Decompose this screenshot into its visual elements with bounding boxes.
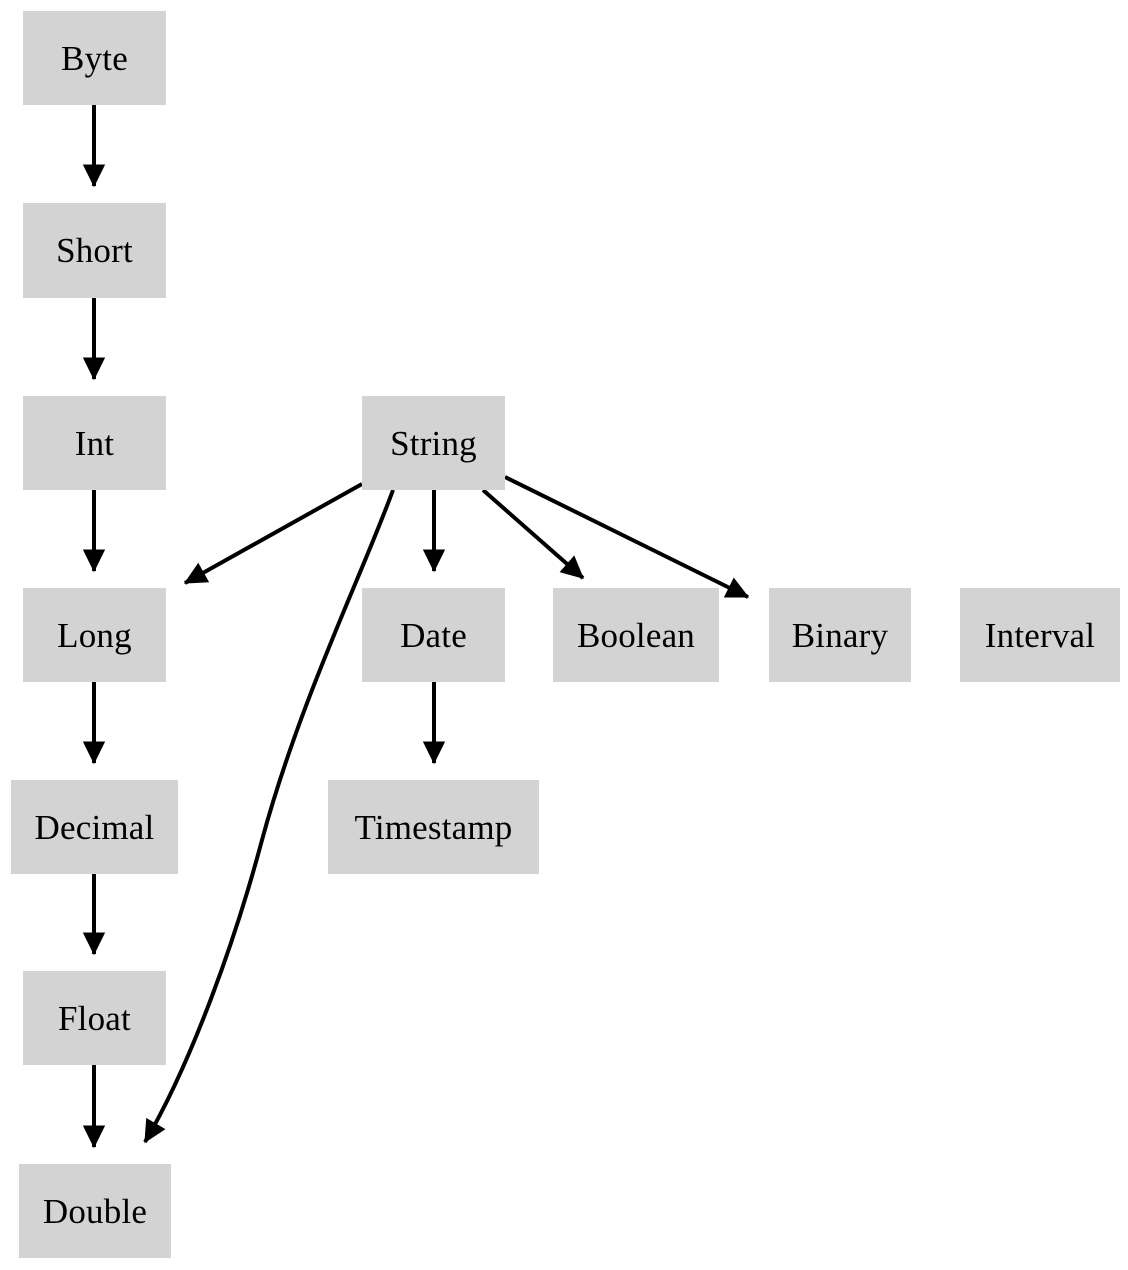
node-label: Date — [400, 615, 467, 655]
node-long[interactable]: Long — [23, 588, 166, 682]
node-date[interactable]: Date — [362, 588, 505, 682]
node-label: Byte — [61, 38, 128, 78]
node-label: Binary — [791, 615, 889, 655]
node-short[interactable]: Short — [23, 203, 166, 298]
node-int[interactable]: Int — [23, 396, 166, 490]
node-timestamp[interactable]: Timestamp — [328, 780, 539, 874]
node-boolean[interactable]: Boolean — [553, 588, 719, 682]
node-string[interactable]: String — [362, 396, 505, 490]
node-label: Interval — [984, 615, 1096, 655]
edge-string-long — [183, 482, 363, 585]
node-label: Long — [57, 615, 132, 655]
node-binary[interactable]: Binary — [769, 588, 911, 682]
node-label: Short — [56, 231, 133, 270]
node-label: Boolean — [576, 615, 696, 655]
node-label: Float — [58, 998, 131, 1038]
node-label: Decimal — [34, 807, 155, 847]
node-label: Double — [42, 1191, 148, 1231]
node-interval[interactable]: Interval — [960, 588, 1120, 682]
node-label: Timestamp — [354, 807, 513, 847]
node-byte[interactable]: Byte — [23, 11, 166, 105]
node-double[interactable]: Double — [19, 1164, 171, 1258]
node-label: Int — [74, 423, 115, 463]
node-label: String — [390, 423, 477, 463]
edge-string-binary — [504, 475, 750, 599]
node-float[interactable]: Float — [23, 971, 166, 1065]
edge-string-boolean — [481, 488, 585, 580]
node-decimal[interactable]: Decimal — [11, 780, 178, 874]
